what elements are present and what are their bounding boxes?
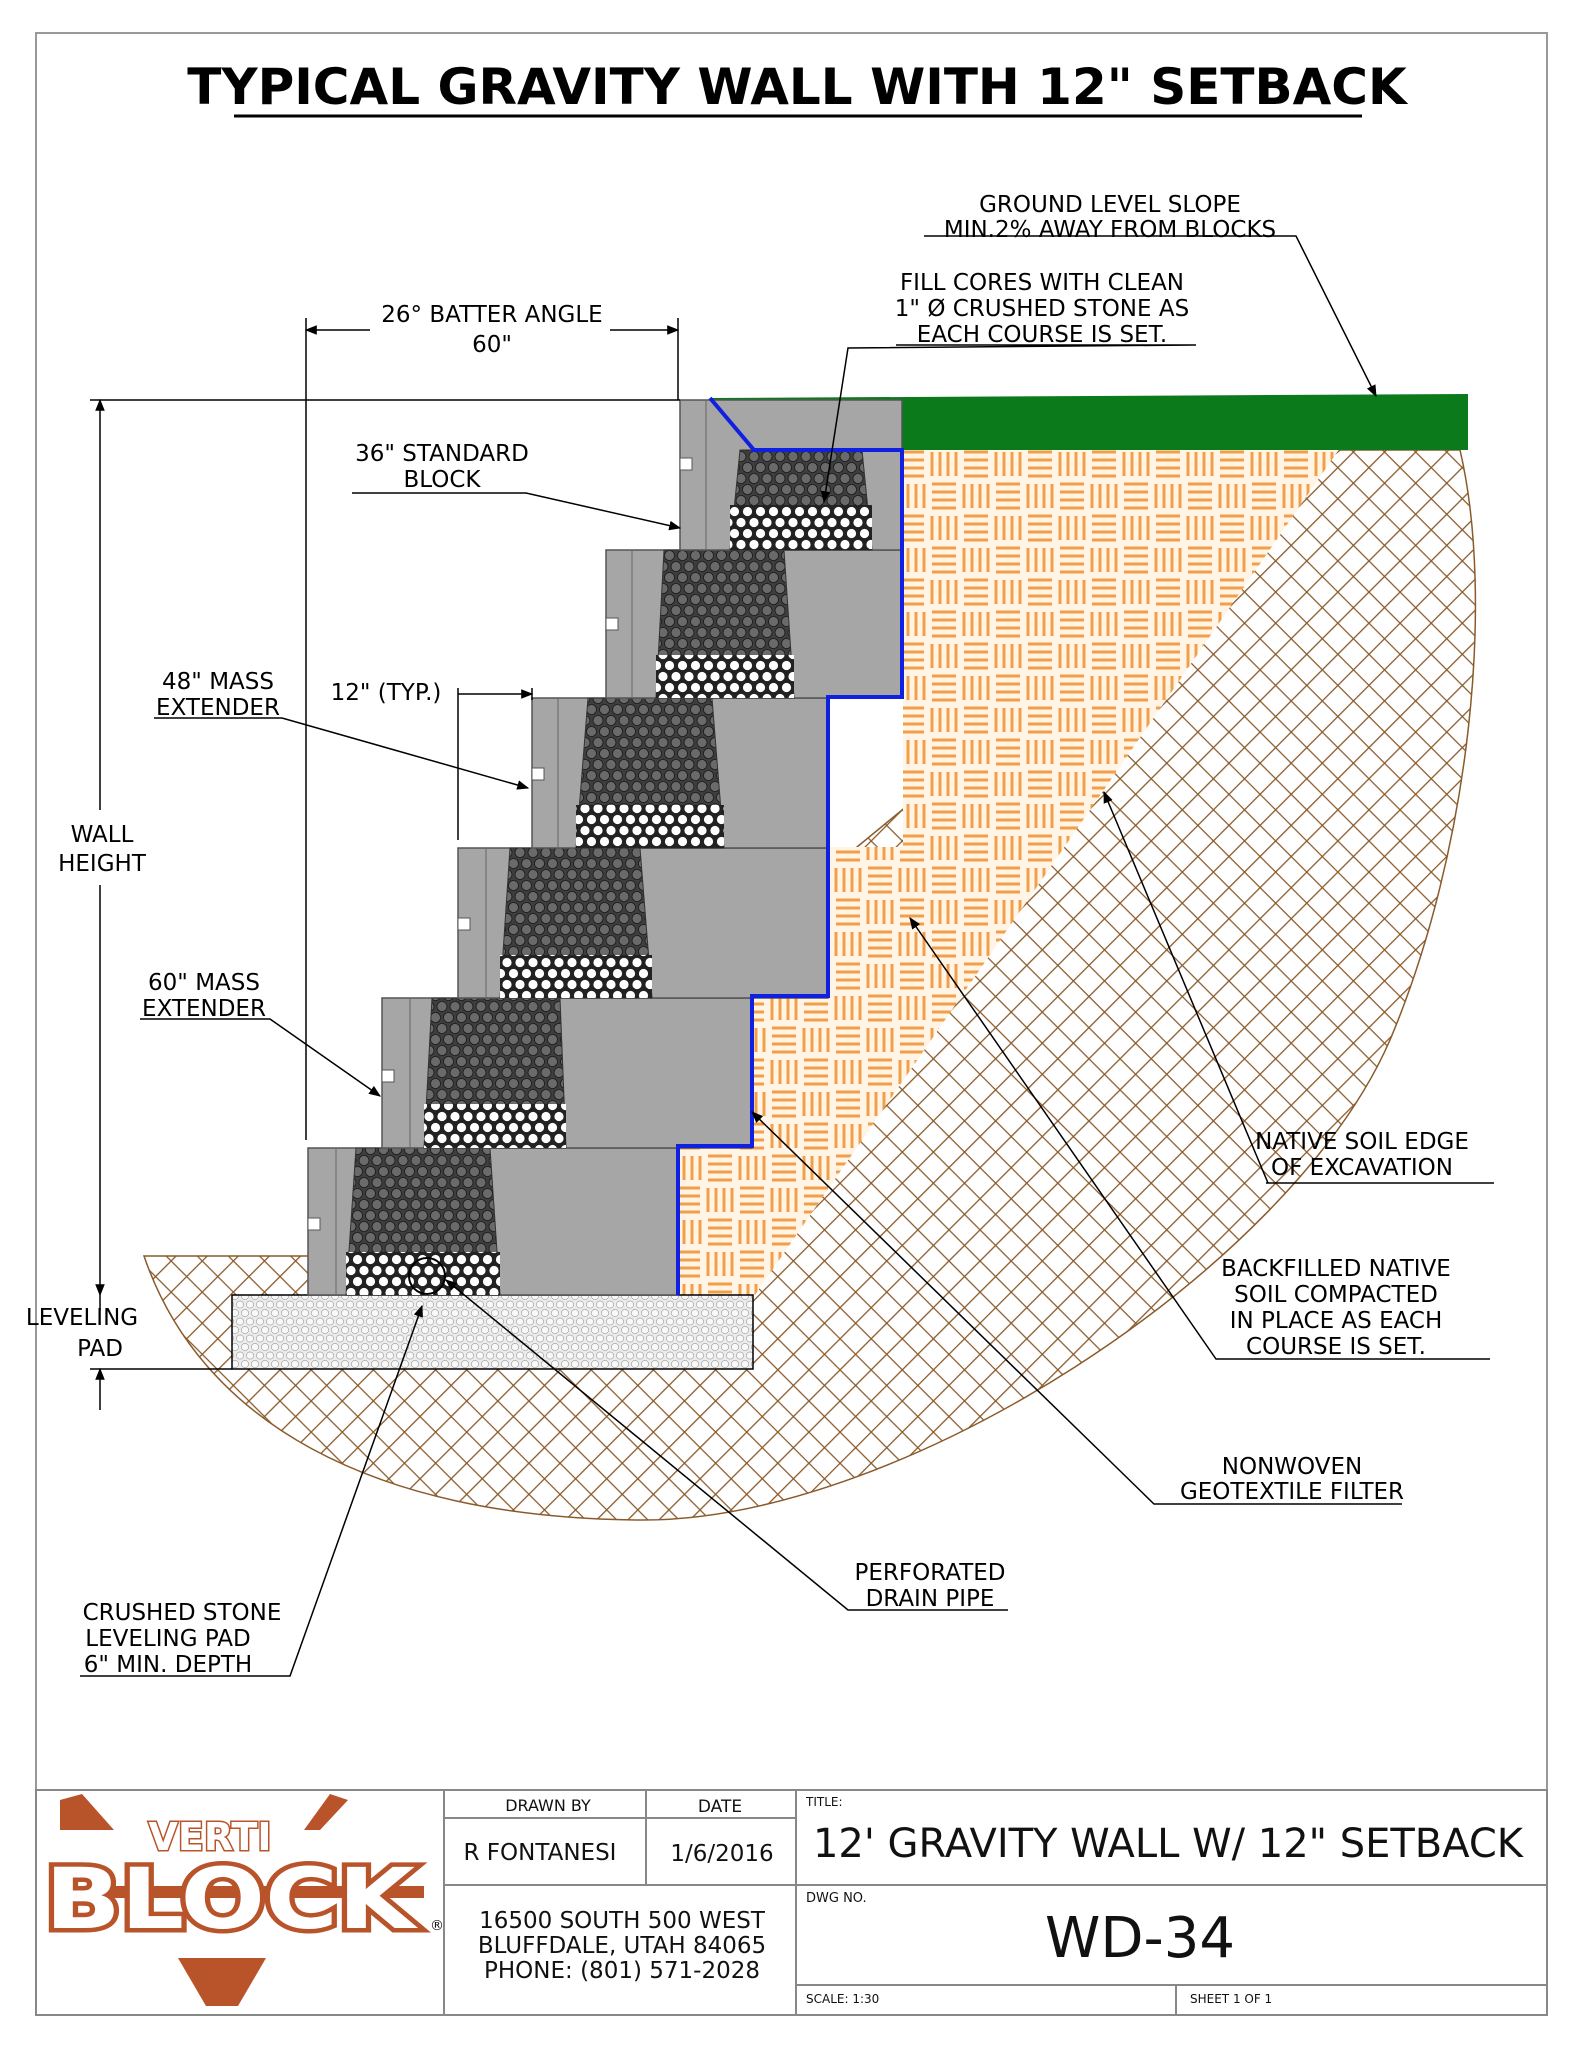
svg-text:EXTENDER: EXTENDER xyxy=(142,996,266,1022)
block-course-1 xyxy=(307,1147,679,1296)
label-ground-slope: GROUND LEVEL SLOPE MIN.2% AWAY FROM BLOC… xyxy=(944,192,1276,243)
svg-text:60": 60" xyxy=(472,332,512,358)
scale-value: SCALE: 1:30 xyxy=(806,1992,879,2006)
svg-text:6" MIN. DEPTH: 6" MIN. DEPTH xyxy=(84,1652,252,1678)
label-standard-block: 36" STANDARD BLOCK xyxy=(355,441,529,493)
date-label: DATE xyxy=(698,1797,742,1817)
label-crushed-stone: CRUSHED STONE LEVELING PAD 6" MIN. DEPTH xyxy=(83,1600,282,1678)
svg-text:MIN.2% AWAY FROM BLOCKS: MIN.2% AWAY FROM BLOCKS xyxy=(944,217,1276,243)
label-48-mass-extender: 48" MASS EXTENDER xyxy=(156,669,280,721)
typ-dimension xyxy=(457,688,534,840)
svg-text:PERFORATED: PERFORATED xyxy=(854,1560,1005,1586)
drawn-by-label: DRAWN BY xyxy=(505,1796,591,1815)
svg-text:36" STANDARD: 36" STANDARD xyxy=(355,441,529,467)
label-backfilled-soil: BACKFILLED NATIVE SOIL COMPACTED IN PLAC… xyxy=(1221,1256,1451,1360)
label-fill-cores: FILL CORES WITH CLEAN 1" Ø CRUSHED STONE… xyxy=(895,270,1189,348)
svg-text:GROUND LEVEL SLOPE: GROUND LEVEL SLOPE xyxy=(979,192,1241,218)
sheet-value: SHEET 1 OF 1 xyxy=(1190,1992,1272,2006)
label-drain-pipe: PERFORATED DRAIN PIPE xyxy=(854,1560,1005,1612)
svg-text:HEIGHT: HEIGHT xyxy=(58,851,147,877)
drawing-title: TYPICAL GRAVITY WALL WITH 12" SETBACK xyxy=(187,58,1409,116)
leader-lines xyxy=(80,235,1494,1677)
dwg-no-label: DWG NO. xyxy=(806,1891,867,1906)
svg-text:PHONE: (801) 571-2028: PHONE: (801) 571-2028 xyxy=(484,1958,760,1984)
svg-text:PAD: PAD xyxy=(77,1336,123,1362)
svg-text:NONWOVEN: NONWOVEN xyxy=(1222,1454,1362,1480)
svg-text:1" Ø CRUSHED STONE AS: 1" Ø CRUSHED STONE AS xyxy=(895,296,1189,322)
svg-text:NATIVE SOIL EDGE: NATIVE SOIL EDGE xyxy=(1255,1129,1469,1155)
svg-text:DRAIN PIPE: DRAIN PIPE xyxy=(866,1586,995,1612)
drawn-by-value: R FONTANESI xyxy=(464,1840,617,1866)
leveling-pad xyxy=(231,1294,754,1370)
svg-text:EXTENDER: EXTENDER xyxy=(156,695,280,721)
svg-text:VERTI: VERTI xyxy=(149,1815,272,1859)
svg-text:BLUFFDALE, UTAH 84065: BLUFFDALE, UTAH 84065 xyxy=(478,1933,766,1959)
svg-text:LEVELING PAD: LEVELING PAD xyxy=(85,1626,250,1652)
batter-dimension xyxy=(304,318,680,1140)
drawing-title-value: 12' GRAVITY WALL W/ 12" SETBACK xyxy=(813,1821,1525,1867)
company-address: 16500 SOUTH 500 WEST BLUFFDALE, UTAH 840… xyxy=(478,1908,766,1984)
block-course-5 xyxy=(605,549,903,699)
svg-text:GEOTEXTILE FILTER: GEOTEXTILE FILTER xyxy=(1180,1479,1404,1505)
label-native-soil-edge: NATIVE SOIL EDGE OF EXCAVATION xyxy=(1255,1129,1469,1181)
drain-pipe xyxy=(408,1257,446,1295)
svg-text:BLOCK: BLOCK xyxy=(45,1850,418,1948)
backfill-zone xyxy=(678,448,1340,1295)
label-60-mass-extender: 60" MASS EXTENDER xyxy=(142,970,266,1022)
block-course-3 xyxy=(457,847,829,999)
svg-text:LEVELING: LEVELING xyxy=(26,1305,138,1331)
svg-text:BACKFILLED NATIVE: BACKFILLED NATIVE xyxy=(1221,1256,1451,1282)
svg-text:SOIL COMPACTED: SOIL COMPACTED xyxy=(1234,1282,1438,1308)
verti-block-logo: VERTI BLOCK ® xyxy=(41,1794,444,2006)
date-value: 1/6/2016 xyxy=(670,1841,773,1867)
label-leveling-pad: LEVELING PAD xyxy=(26,1305,138,1362)
geotextile-filter xyxy=(676,396,904,1295)
svg-text:60" MASS: 60" MASS xyxy=(148,970,260,996)
svg-text:OF EXCAVATION: OF EXCAVATION xyxy=(1271,1155,1453,1181)
svg-text:CRUSHED STONE: CRUSHED STONE xyxy=(83,1600,282,1626)
svg-text:16500 SOUTH 500 WEST: 16500 SOUTH 500 WEST xyxy=(479,1908,766,1934)
title-field-label: TITLE: xyxy=(805,1795,843,1809)
dwg-no-value: WD-34 xyxy=(1045,1906,1235,1971)
block-course-2 xyxy=(381,997,753,1149)
svg-text:IN PLACE AS EACH: IN PLACE AS EACH xyxy=(1230,1308,1443,1334)
label-batter-angle: 26° BATTER ANGLE 60" xyxy=(381,302,602,358)
title-block xyxy=(35,1789,1548,2016)
wall-height-dimension xyxy=(90,398,680,1410)
svg-text:26° BATTER ANGLE: 26° BATTER ANGLE xyxy=(381,302,602,328)
svg-text:®: ® xyxy=(430,1918,444,1934)
label-wall-height: WALL HEIGHT xyxy=(58,822,147,877)
block-course-4 xyxy=(531,697,829,849)
svg-text:WALL: WALL xyxy=(71,822,134,848)
label-typ: 12" (TYP.) xyxy=(331,680,442,706)
svg-text:COURSE IS SET.: COURSE IS SET. xyxy=(1246,1334,1426,1360)
label-geotextile: NONWOVEN GEOTEXTILE FILTER xyxy=(1180,1454,1404,1505)
svg-text:48" MASS: 48" MASS xyxy=(162,669,274,695)
svg-text:FILL CORES WITH CLEAN: FILL CORES WITH CLEAN xyxy=(900,270,1184,296)
block-course-6 xyxy=(679,399,903,551)
svg-text:BLOCK: BLOCK xyxy=(403,467,481,493)
svg-text:EACH COURSE IS SET.: EACH COURSE IS SET. xyxy=(917,322,1167,348)
